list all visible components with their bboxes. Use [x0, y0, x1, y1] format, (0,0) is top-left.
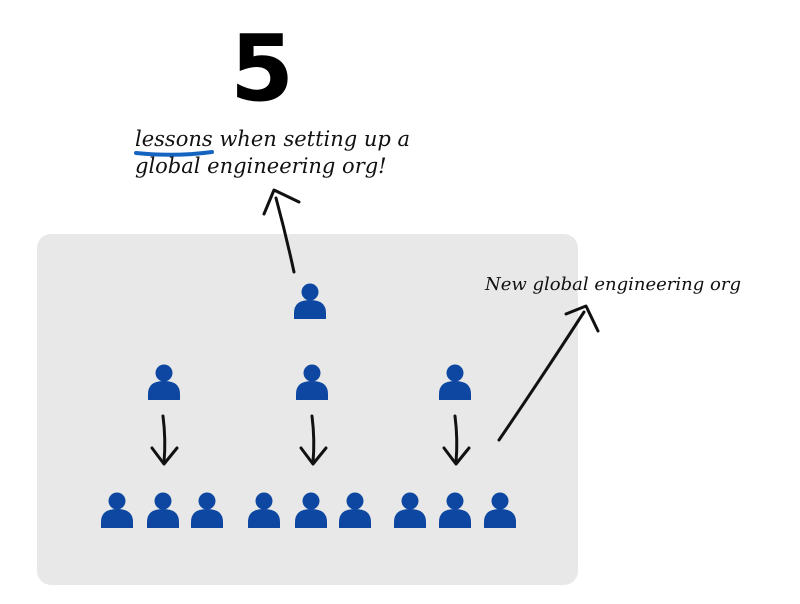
person-icon-team-member-5: [295, 492, 327, 528]
person-icon-leader: [294, 283, 326, 319]
person-icon-team-member-7: [394, 492, 426, 528]
person-icon-team-member-6: [339, 492, 371, 528]
arrow-leader-to-headline: [274, 196, 296, 274]
org-panel: [37, 234, 578, 585]
headline-line-1-rest: when setting up a: [213, 127, 410, 151]
annotation-label: New global engineering org: [484, 274, 741, 295]
person-icon-team-member-4: [248, 492, 280, 528]
headline-line-1: lessons when setting up a: [135, 127, 410, 151]
person-icon-team-member-1: [101, 492, 133, 528]
person-icon-team-member-3: [191, 492, 223, 528]
headline-underline: [134, 150, 214, 157]
headline-highlight-word: lessons: [135, 127, 213, 151]
person-icon-manager-3: [439, 364, 471, 400]
arrow-head-manager-3: [442, 446, 471, 466]
arrow-team-to-label: [497, 310, 586, 442]
arrow-manager-2-down: [310, 414, 316, 464]
person-icon-manager-2: [296, 364, 328, 400]
headline-number: 5: [230, 15, 294, 122]
arrow-manager-1-down: [161, 414, 167, 464]
arrow-head-manager-1: [150, 446, 179, 466]
person-icon-team-member-2: [147, 492, 179, 528]
arrow-head-headline: [262, 188, 301, 216]
arrow-head-label: [564, 304, 600, 333]
person-icon-manager-1: [148, 364, 180, 400]
person-icon-team-member-9: [484, 492, 516, 528]
headline-line-2: global engineering org!: [135, 154, 387, 178]
arrow-head-manager-2: [299, 446, 328, 466]
person-icon-team-member-8: [439, 492, 471, 528]
arrow-manager-3-down: [453, 414, 459, 464]
